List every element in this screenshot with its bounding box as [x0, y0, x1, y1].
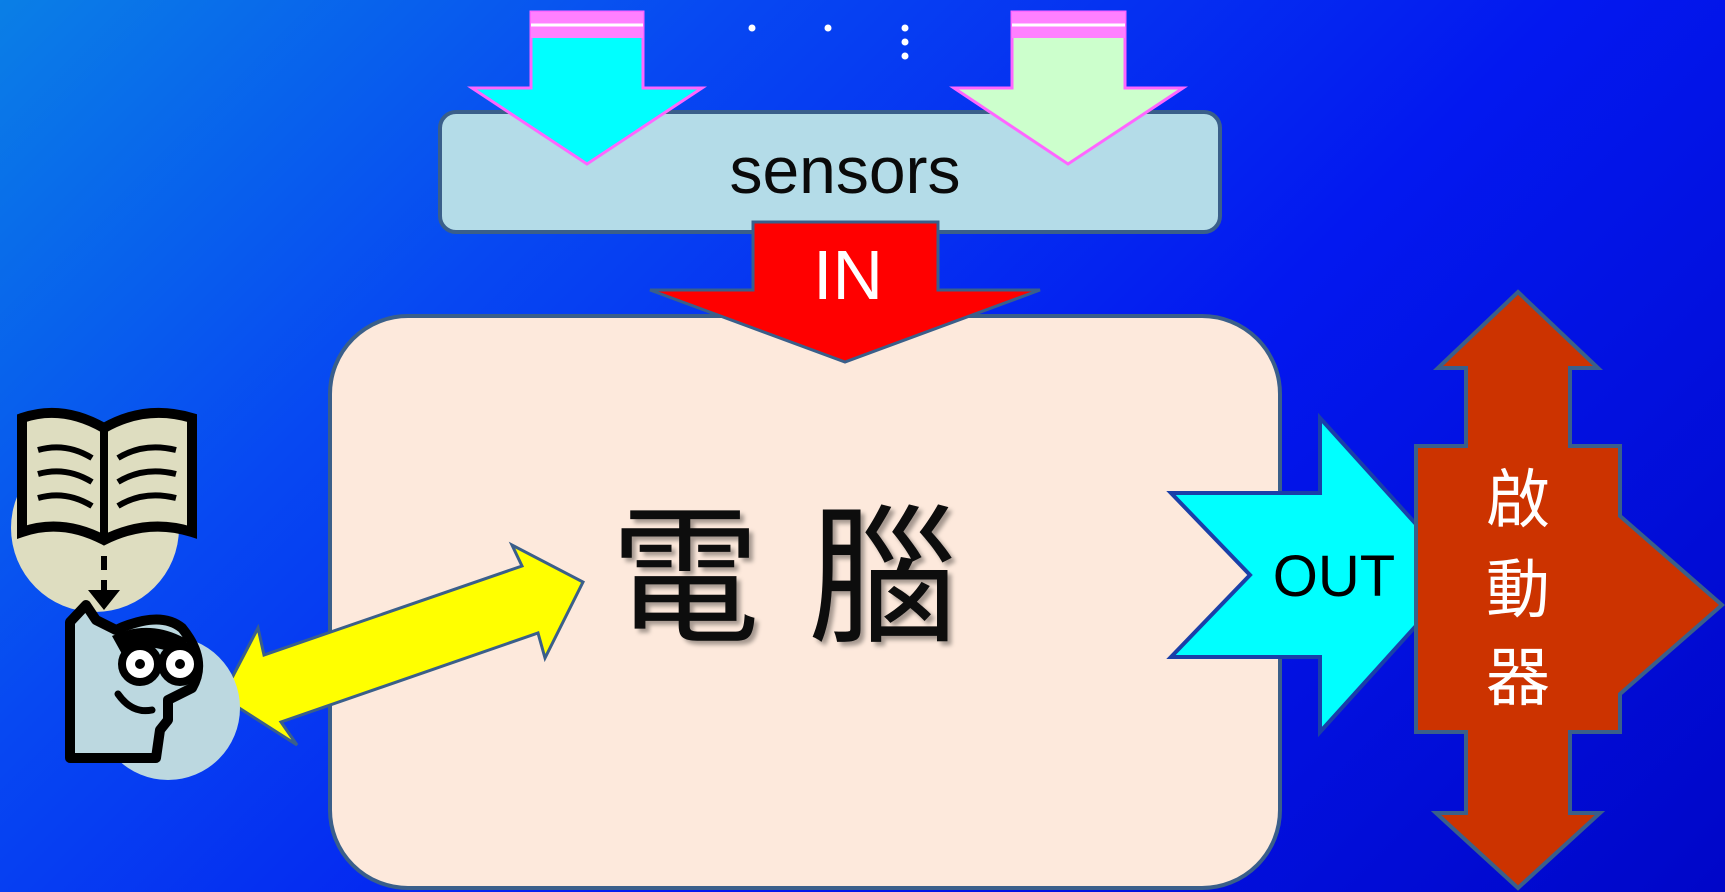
- actuator-shape: [1414, 289, 1725, 891]
- user-computer-arrow: [220, 541, 586, 747]
- in-arrow: [649, 220, 1041, 364]
- input-arrow-left: [467, 10, 707, 166]
- out-label: OUT: [1273, 544, 1395, 609]
- computer-label: 電 腦: [610, 492, 958, 666]
- book-icon: [11, 407, 197, 612]
- out-arrow: [1166, 412, 1465, 738]
- reader-face-icon: [65, 600, 240, 780]
- ellipsis-dots: [748, 24, 909, 60]
- actuator-char-1: 啟: [1486, 464, 1550, 538]
- in-label: IN: [813, 236, 883, 314]
- actuator-char-2: 動: [1486, 554, 1550, 628]
- input-arrow-right: [949, 10, 1188, 166]
- sensors-label: sensors: [729, 133, 960, 207]
- actuator-char-3: 器: [1486, 642, 1550, 716]
